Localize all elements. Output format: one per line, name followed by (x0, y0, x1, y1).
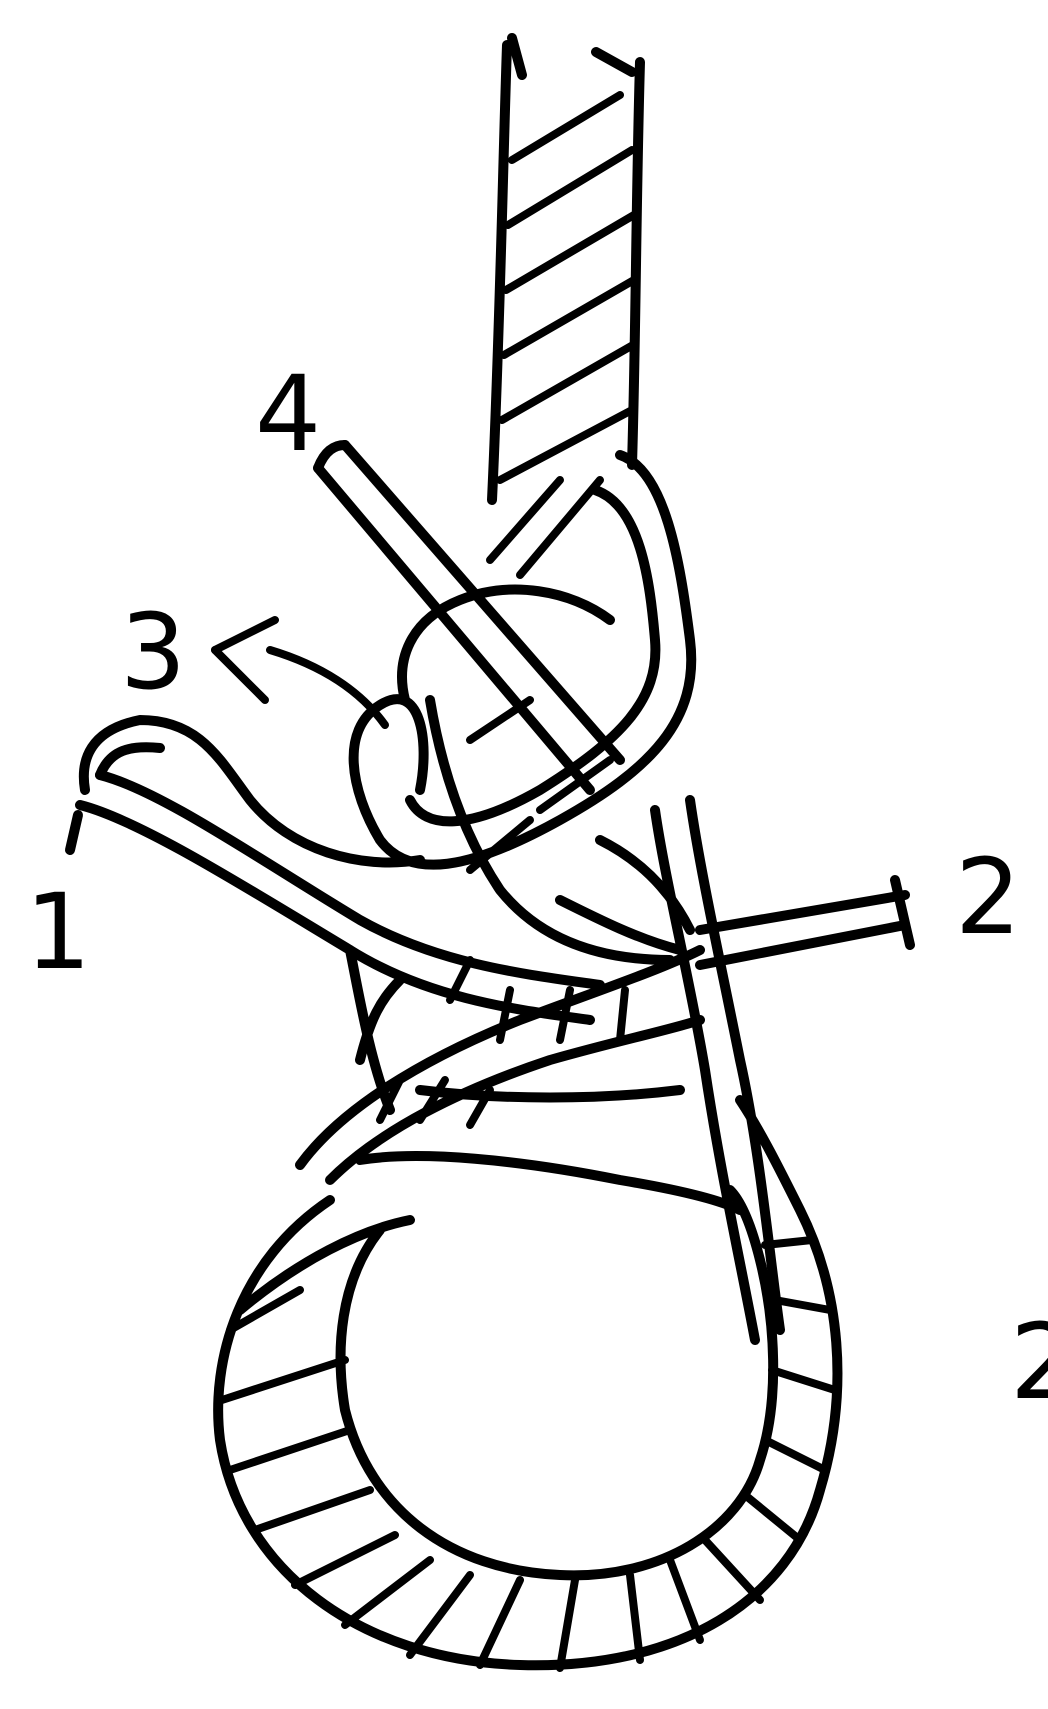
strand-label-1: 1 (25, 880, 91, 984)
edge-fragment-label: 2 (1010, 1310, 1048, 1414)
strand-2 (700, 880, 910, 965)
eye-loop (218, 1100, 837, 1668)
strand-label-2: 2 (955, 845, 1021, 949)
strand-1 (70, 720, 600, 1020)
standing-rope-twist-hatch (500, 95, 634, 480)
standing-rope (492, 38, 640, 500)
strand-label-4: 4 (255, 362, 321, 466)
strand-label-3: 3 (120, 600, 186, 704)
splice-body (300, 480, 780, 1340)
